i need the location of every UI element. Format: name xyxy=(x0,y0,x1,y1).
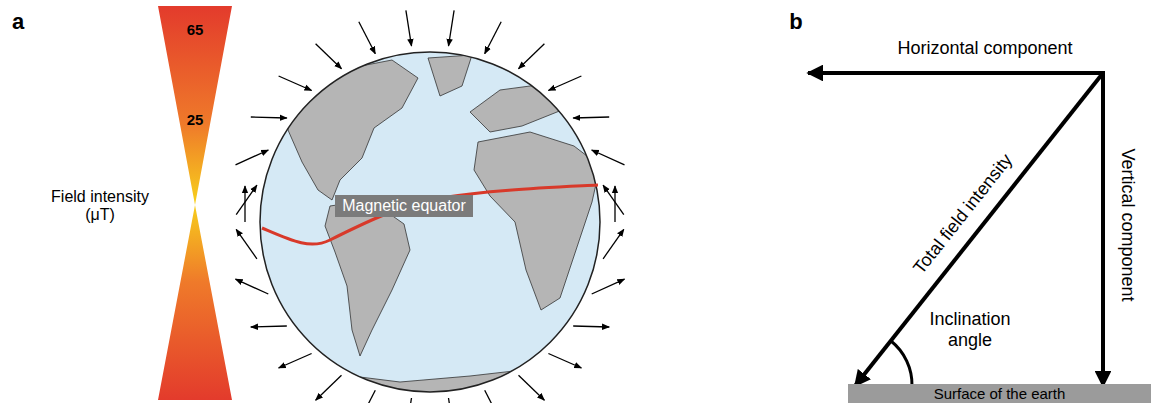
vector-label: Vertical component xyxy=(1118,148,1139,301)
field-arrow xyxy=(236,150,269,165)
field-arrow xyxy=(316,44,342,69)
field-arrow xyxy=(359,22,376,54)
field-arrow xyxy=(236,185,257,215)
axis-title: Field intensity (μT) xyxy=(40,188,160,225)
field-arrow xyxy=(279,76,312,91)
horizontal-vector xyxy=(808,71,1103,75)
field-arrow xyxy=(449,10,455,46)
field-arrow xyxy=(406,10,412,46)
field-arrow xyxy=(548,76,581,91)
field-arrow xyxy=(236,279,269,294)
field-arrow xyxy=(251,326,287,327)
field-arrow xyxy=(519,375,545,400)
vector-label: Horizontal component xyxy=(897,38,1072,59)
field-arrow xyxy=(573,326,609,327)
field-arrow xyxy=(573,117,609,118)
panel-letter: a xyxy=(12,9,24,34)
continents xyxy=(288,55,600,400)
field-arrow xyxy=(548,354,581,369)
field-arrow xyxy=(485,22,502,54)
total-vector xyxy=(855,73,1103,386)
node-text: Magnetic equator xyxy=(342,197,466,215)
intensity-scale xyxy=(158,6,232,400)
field-arrow xyxy=(359,390,376,403)
field-arrow xyxy=(406,398,412,403)
field-arrow xyxy=(592,279,625,294)
vertical-vector xyxy=(1101,71,1105,386)
field-arrow xyxy=(244,186,245,222)
equator-tag: Magnetic equator xyxy=(335,195,473,217)
globe xyxy=(260,52,600,392)
field-arrow xyxy=(449,398,455,403)
equator-line xyxy=(262,185,598,244)
field-arrow xyxy=(519,44,545,69)
field-arrow xyxy=(485,390,502,403)
field-arrow xyxy=(251,117,287,118)
field-arrow xyxy=(603,185,624,215)
angle-arc xyxy=(891,341,912,386)
field-arrow xyxy=(592,150,625,165)
panel-letter: b xyxy=(789,9,802,34)
field-arrow xyxy=(236,229,257,258)
field-arrow xyxy=(614,186,615,222)
field-arrow xyxy=(603,229,624,258)
ground-bar: Surface of the earth xyxy=(848,384,1151,403)
node-text: Surface of the earth xyxy=(854,385,1145,402)
scale-value: 65 xyxy=(187,21,204,38)
angle-label: Inclination angle xyxy=(920,309,1020,350)
field-arrows xyxy=(236,10,625,403)
field-arrow xyxy=(316,375,342,400)
scale-value: 25 xyxy=(187,111,204,128)
vector-label: Total field intensity xyxy=(909,150,1017,278)
field-arrow xyxy=(279,354,312,369)
